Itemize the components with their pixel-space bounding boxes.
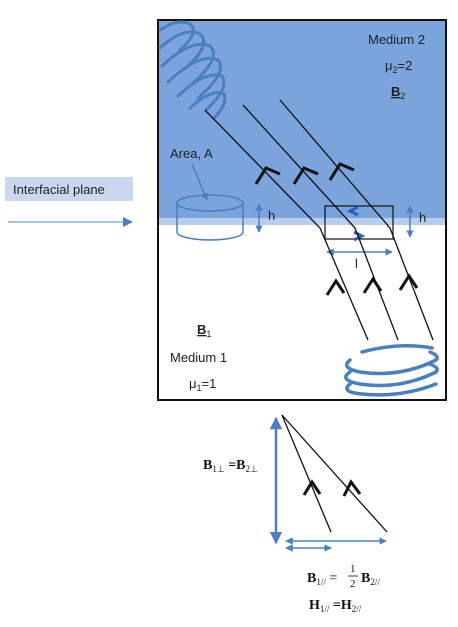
field-line-arrows — [254, 162, 419, 296]
area-label: Area, A — [170, 146, 213, 161]
b2-label: B2 — [391, 84, 405, 101]
h-right-label: h — [419, 210, 426, 225]
b1-label: B1 — [197, 322, 211, 339]
medium-1-region — [158, 225, 446, 400]
loop-arrow-top — [346, 205, 359, 217]
field-arrow-1b — [325, 278, 346, 296]
decomposition-lines — [281, 414, 388, 533]
diagram-frame — [157, 19, 447, 401]
field-arrow-1a — [254, 166, 281, 185]
decomposition-arrows — [302, 479, 362, 497]
mu-1-label: μ1=1 — [189, 376, 216, 393]
field-arrow-2a — [292, 166, 319, 185]
field-line-3 — [279, 99, 434, 341]
parallel-b-equation: B1// = 1 2 B2// — [307, 563, 380, 590]
area-pointer — [191, 163, 208, 201]
interface-band — [158, 218, 446, 225]
perpendicular-equation: B1⊥ =B2⊥ — [203, 458, 258, 474]
fraction-denominator: 2 — [350, 578, 356, 590]
field-arrow-3b — [398, 273, 419, 291]
parallel-h-equation: H1// =H2// — [309, 598, 362, 614]
pillbox-cylinder-icon — [176, 194, 244, 241]
svg-text:B2//: B2// — [361, 571, 380, 587]
interfacial-plane-band — [5, 177, 133, 201]
medium-2-region — [158, 20, 446, 222]
mu-2-label: μ2=2 — [385, 58, 412, 75]
field-arrow-2b — [362, 276, 383, 294]
field-line-1 — [204, 109, 369, 341]
field-arrow-3a — [328, 162, 355, 181]
h-left-label: h — [268, 208, 275, 223]
field-lines — [204, 99, 434, 341]
medium-2-label: Medium 2 — [368, 32, 425, 47]
interfacial-plane-label: Interfacial plane — [13, 182, 105, 197]
coil-bottom-icon — [344, 344, 439, 397]
coil-top-icon — [158, 20, 227, 120]
fraction-numerator: 1 — [350, 563, 356, 575]
svg-text:B1// =: B1// = — [307, 571, 337, 587]
medium-1-label: Medium 1 — [170, 350, 227, 365]
field-line-2 — [242, 104, 399, 341]
l-label: l — [355, 256, 358, 271]
